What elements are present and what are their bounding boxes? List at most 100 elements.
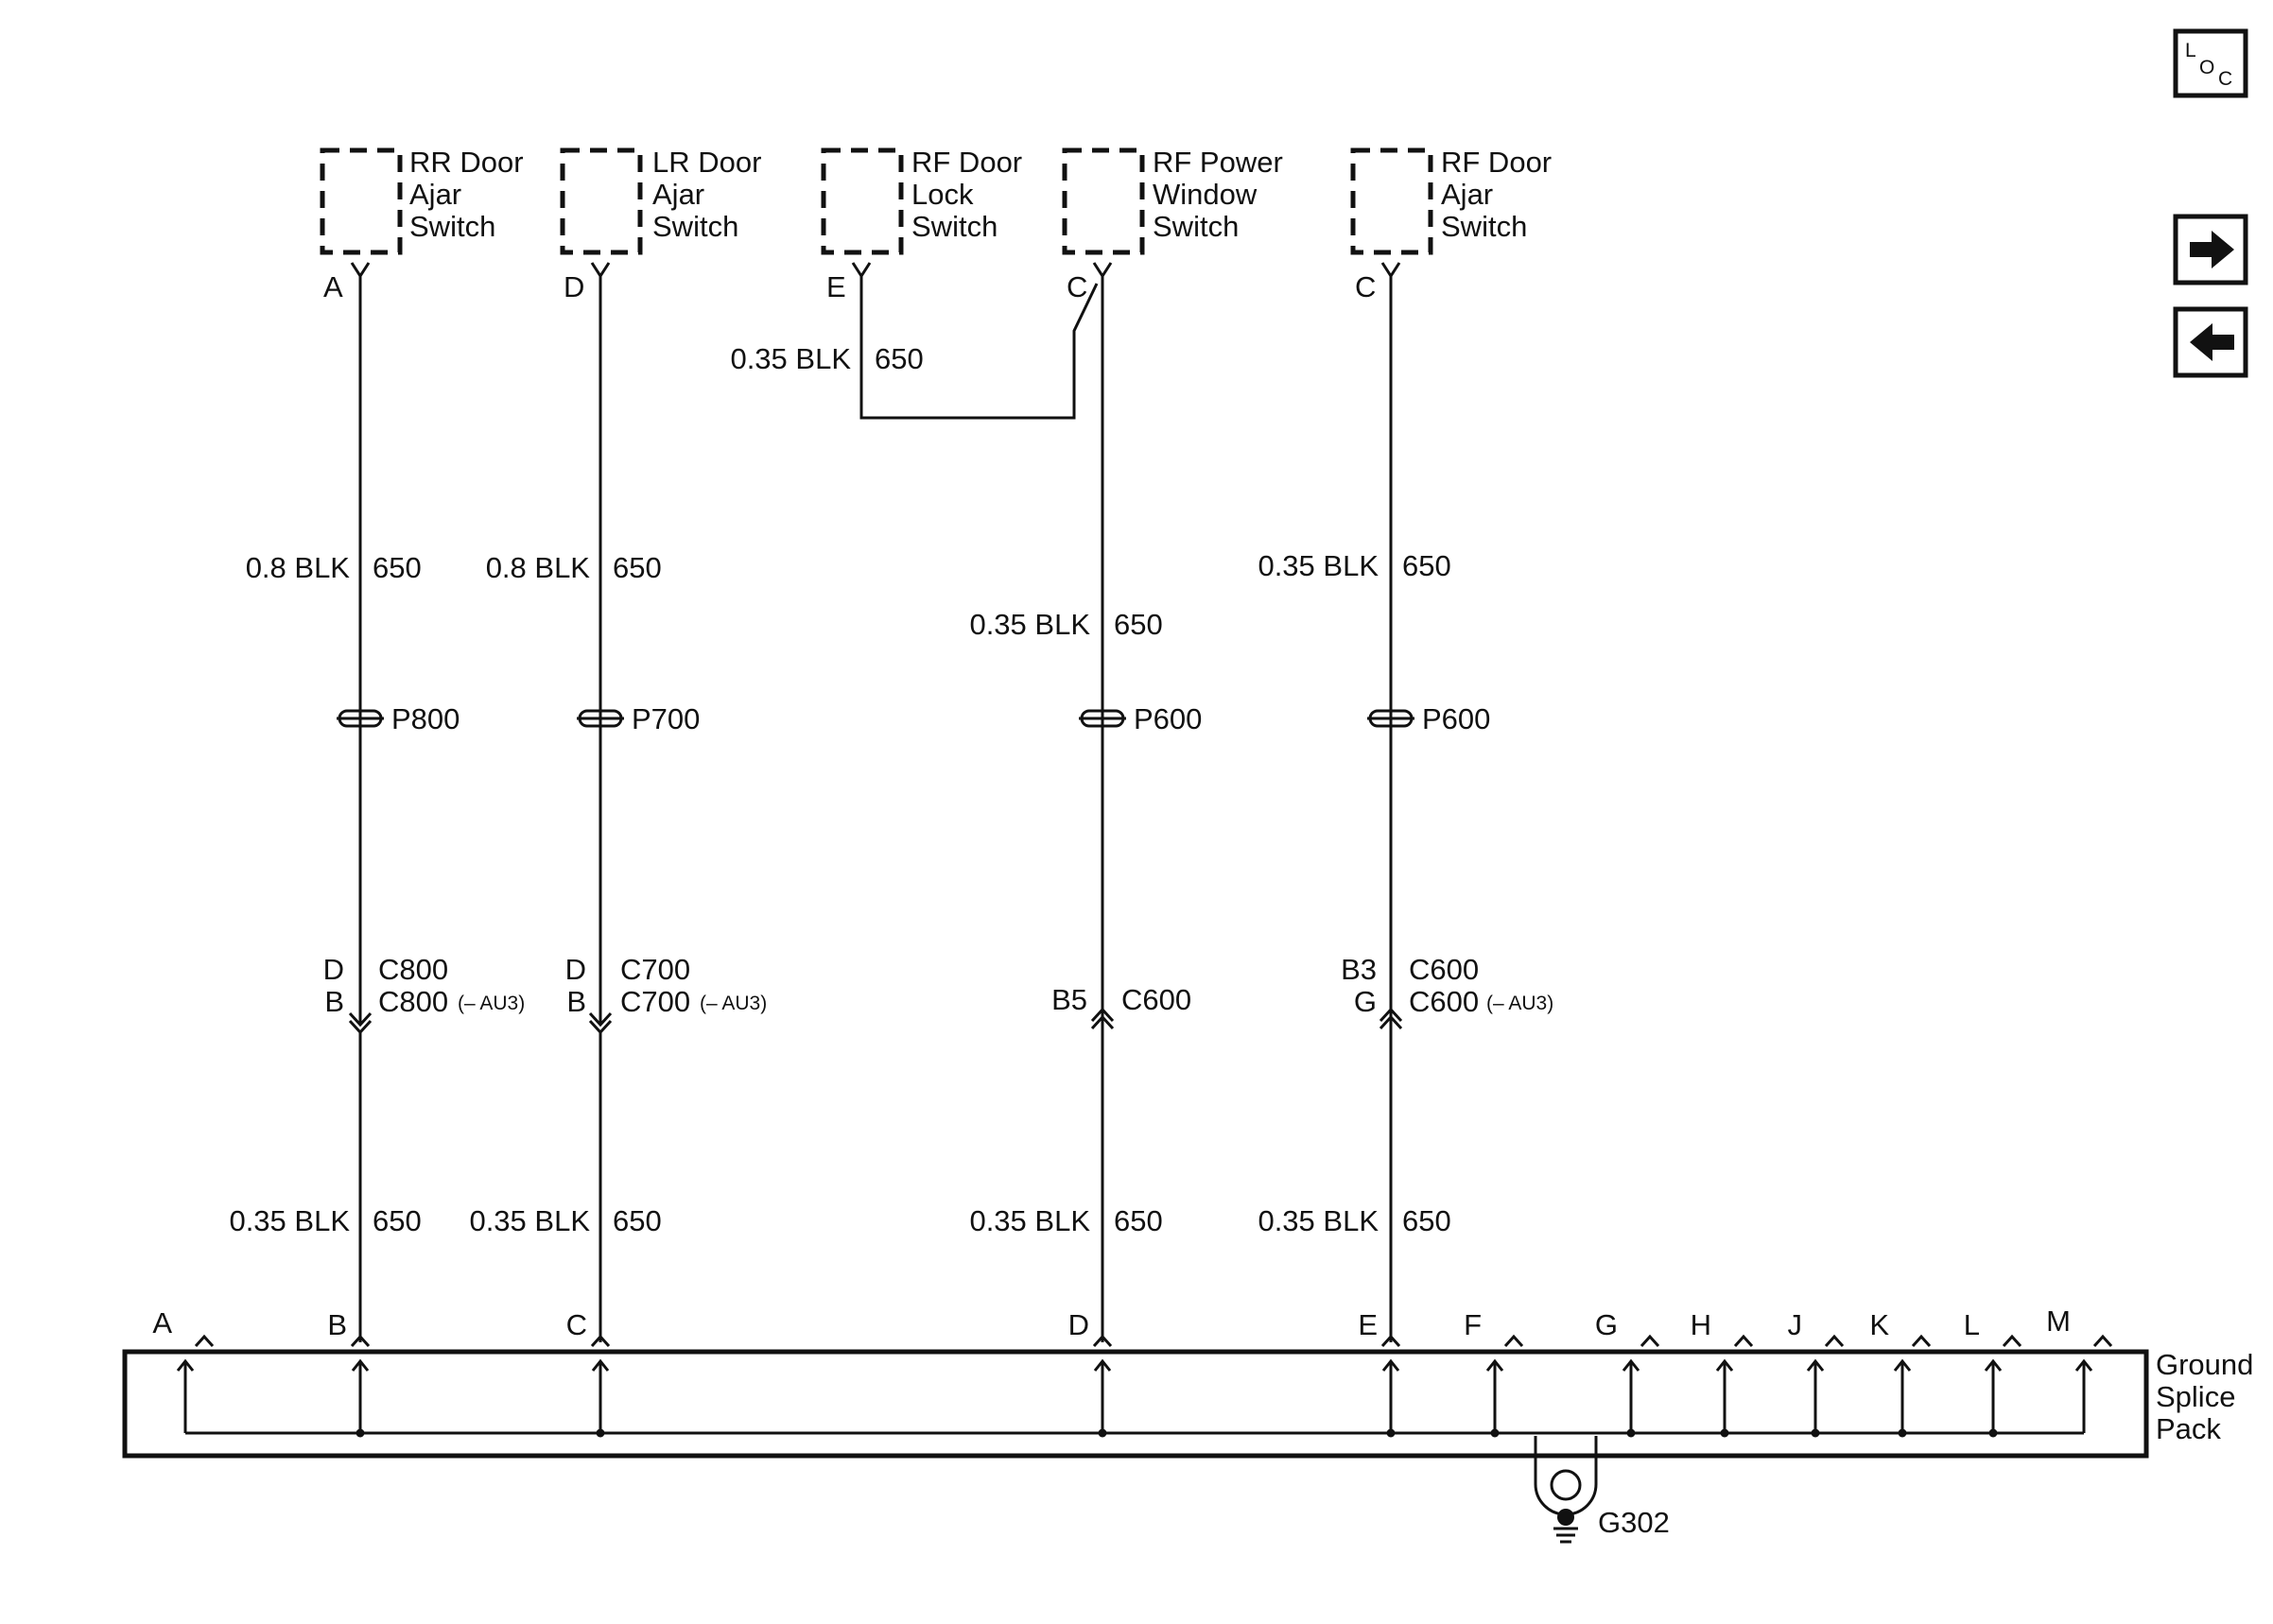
wire-circuit: 650 — [613, 1204, 662, 1237]
loc-icon-l: L — [2185, 40, 2196, 61]
component-name-line1: RR Door — [409, 146, 524, 179]
wire-circuit: 650 — [1402, 1204, 1451, 1237]
wire-spec: 0.35 BLK — [730, 342, 851, 375]
component-name-line2: Ajar — [409, 178, 461, 211]
component-lr-door-ajar-switch: LR Door Ajar Switch D — [560, 146, 761, 303]
component-rf-door-ajar-switch: RF Door Ajar Switch C — [1350, 146, 1552, 303]
component-pin: E — [826, 270, 846, 303]
wire-circuit: 650 — [1114, 608, 1163, 641]
splice-pin-label: B — [327, 1308, 347, 1341]
pass-through-label: P600 — [1134, 702, 1202, 735]
wire-rr-door — [348, 262, 373, 1342]
wire-spec: 0.35 BLK — [1258, 1204, 1379, 1237]
ground-splice-pack: Ground Splice Pack A B C D E F G H J K L M — [122, 1304, 2253, 1459]
component-pin: A — [323, 270, 343, 303]
splice-pin-l: L — [1964, 1308, 2022, 1438]
connector-pin: D — [565, 953, 586, 986]
component-name-line1: RF Door — [911, 146, 1022, 179]
wire-rf-door-ajar — [1379, 262, 1403, 1342]
pass-through-label: P800 — [391, 702, 460, 735]
component-pin: C — [1067, 270, 1087, 303]
connector-name: C700 — [620, 985, 690, 1018]
arrow-right-icon[interactable] — [2173, 214, 2248, 285]
wire-rf-power-window — [1090, 262, 1115, 1342]
connector-name: C800 — [378, 985, 448, 1018]
wire-spec: 0.35 BLK — [969, 608, 1090, 641]
wire-spec: 0.35 BLK — [469, 1204, 590, 1237]
component-name-line3: Switch — [409, 210, 495, 243]
splice-pin-h: H — [1691, 1308, 1754, 1438]
pass-through-label: P600 — [1422, 702, 1490, 735]
wire-labels-upper: 0.8 BLK 650 0.8 BLK 650 0.35 BLK 650 0.3… — [246, 549, 1451, 641]
connector-name: C700 — [620, 953, 690, 986]
component-name-line3: Switch — [652, 210, 738, 243]
wire-label-jumper: 0.35 BLK 650 — [730, 342, 923, 375]
component-name-line3: Switch — [1153, 210, 1239, 243]
splice-pin-d: D — [1068, 1308, 1113, 1438]
wire-spec: 0.35 BLK — [229, 1204, 350, 1237]
splice-pin-label: G — [1595, 1308, 1618, 1341]
splice-pin-j: J — [1788, 1308, 1845, 1438]
connector-name: C800 — [378, 953, 448, 986]
component-name-line2: Window — [1153, 178, 1258, 211]
connector-c600-b3: B3 C600 G C600 (– AU3) — [1341, 953, 1553, 1018]
connector-pin: G — [1354, 985, 1377, 1018]
wire-circuit: 650 — [373, 551, 422, 584]
loc-icon[interactable]: L O C — [2173, 28, 2248, 98]
ground-g302: G302 — [1534, 1436, 1670, 1544]
component-rf-door-lock-switch: RF Door Lock Switch E — [821, 146, 1022, 303]
splice-pin-label: E — [1358, 1308, 1378, 1341]
pass-through-p600-b: P600 — [1367, 702, 1490, 735]
wire-circuit: 650 — [875, 342, 924, 375]
component-name-line3: Switch — [1441, 210, 1527, 243]
wire-lr-door — [588, 262, 613, 1342]
component-name-line2: Ajar — [1441, 178, 1493, 211]
connector-c700: D C700 B C700 (– AU3) — [565, 953, 768, 1018]
component-pin: C — [1355, 270, 1376, 303]
splice-pin-label: J — [1788, 1308, 1803, 1341]
wire-spec: 0.35 BLK — [969, 1204, 1090, 1237]
splice-pin-label: K — [1869, 1308, 1889, 1341]
connector-pin: B — [324, 985, 344, 1018]
splice-pack-name-line1: Ground — [2156, 1348, 2253, 1381]
connector-pin: D — [323, 953, 344, 986]
pass-through-p700: P700 — [577, 702, 700, 735]
splice-pack-name-line2: Splice — [2156, 1380, 2235, 1413]
splice-pin-label: F — [1464, 1308, 1482, 1341]
component-rf-power-window-switch: RF Power Window Switch C — [1062, 146, 1283, 303]
component-name-line1: LR Door — [652, 146, 761, 179]
splice-pin-label: H — [1691, 1308, 1711, 1341]
wire-circuit: 650 — [613, 551, 662, 584]
splice-pin-f: F — [1464, 1308, 1524, 1438]
component-rr-door-ajar-switch: RR Door Ajar Switch A — [320, 146, 524, 303]
wire-circuit: 650 — [1402, 549, 1451, 582]
connector-name: C600 — [1409, 985, 1479, 1018]
connector-name: C600 — [1121, 983, 1191, 1016]
connector-pin: B3 — [1341, 953, 1377, 986]
loc-icon-o: O — [2199, 57, 2214, 78]
connector-note: (– AU3) — [1486, 993, 1553, 1014]
pass-through-p800: P800 — [337, 702, 460, 735]
connector-pin: B — [566, 985, 586, 1018]
splice-pin-e: E — [1358, 1308, 1401, 1438]
connector-note: (– AU3) — [458, 993, 525, 1014]
arrow-left-icon[interactable] — [2173, 306, 2248, 378]
splice-pin-label: L — [1964, 1308, 1980, 1341]
splice-pin-label: M — [2046, 1304, 2071, 1338]
connector-c800: D C800 B C800 (– AU3) — [323, 953, 526, 1018]
splice-pin-g: G — [1595, 1308, 1660, 1438]
connector-c600-b5: B5 C600 — [1051, 983, 1191, 1016]
wire-circuit: 650 — [1114, 1204, 1163, 1237]
loc-icon-c: C — [2218, 68, 2232, 90]
wire-rf-door-lock-jumper — [851, 262, 1099, 420]
ground-label: G302 — [1598, 1506, 1670, 1539]
splice-pin-a: A — [152, 1306, 215, 1433]
wire-spec: 0.35 BLK — [1258, 549, 1379, 582]
splice-pin-k: K — [1869, 1308, 1932, 1438]
splice-pin-label: C — [566, 1308, 587, 1341]
wire-circuit: 650 — [373, 1204, 422, 1237]
splice-pack-name-line3: Pack — [2156, 1412, 2221, 1445]
component-name-line3: Switch — [911, 210, 998, 243]
wire-spec: 0.8 BLK — [246, 551, 351, 584]
